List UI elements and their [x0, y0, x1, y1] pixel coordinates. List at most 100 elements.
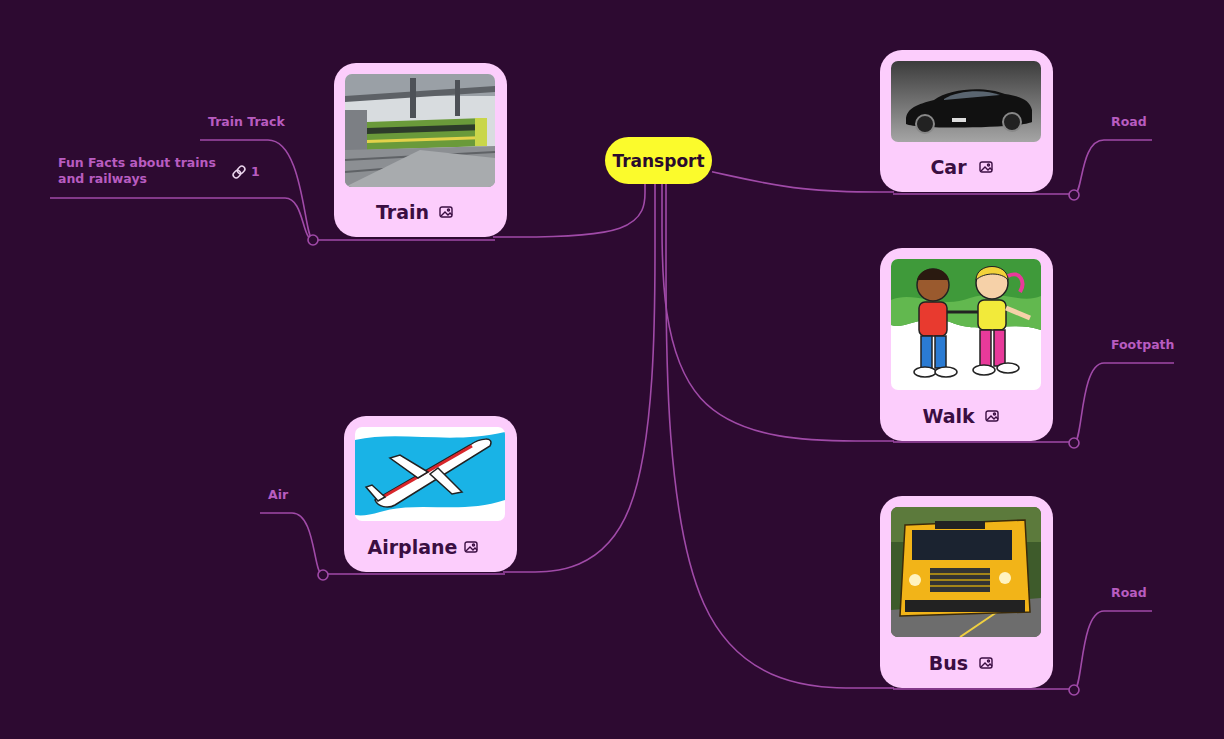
bus-photo-part: [891, 507, 1041, 637]
car-photo: [891, 61, 1041, 142]
walk-illustration: [891, 259, 1041, 390]
branch-connector: [493, 184, 645, 237]
train-photo-part: [455, 80, 460, 116]
image-icon-part: [994, 413, 996, 415]
underline: [893, 193, 1074, 195]
train-photo-part: [410, 78, 416, 118]
bus-photo-part: [905, 600, 1025, 612]
central-topic-text: Transport: [612, 151, 704, 171]
underline: [893, 688, 1074, 690]
bus-photo-part: [891, 507, 1041, 542]
branch-label: Air: [268, 487, 288, 503]
walk-illustration-part: [917, 269, 949, 280]
walk-illustration-part: [947, 311, 978, 314]
edge-layer: [493, 172, 894, 688]
branch-label: 1: [251, 164, 260, 180]
branch-label: Road: [1111, 585, 1147, 601]
branch-dot: [318, 570, 328, 580]
branch-label: Fun Facts about trains and railways: [58, 155, 226, 187]
image-icon-part: [987, 416, 998, 420]
link-icon-part: [232, 169, 242, 179]
train-photo: [345, 74, 495, 187]
walk-illustration-part: [976, 267, 1008, 299]
branch-dot: [1069, 685, 1079, 695]
topic-title: Bus: [880, 651, 1017, 675]
train-photo-part: [345, 150, 495, 187]
airplane-clipart-part: [375, 439, 491, 507]
leader-lines: [50, 140, 1174, 690]
leader-line: [1074, 363, 1174, 443]
train-photo-part: [367, 124, 485, 134]
topic-box: Car: [880, 50, 1053, 192]
image-icon-part: [465, 542, 477, 552]
walk-illustration-part: [994, 330, 1005, 366]
walk-illustration-part: [1006, 308, 1030, 318]
train-photo-part: [475, 118, 487, 146]
walk-illustration-part: [1008, 274, 1022, 292]
image-icon-part: [988, 660, 990, 662]
train-photo-part: [345, 74, 495, 96]
leader-line: [200, 140, 313, 240]
walk-illustration-part: [973, 365, 995, 375]
image-icon-part: [988, 164, 990, 166]
airplane-clipart-part: [355, 427, 505, 521]
image-icon-part: [473, 544, 475, 546]
leader-line: [1074, 611, 1152, 690]
image-icon: [440, 207, 452, 217]
topic-box: Airplane: [344, 416, 517, 572]
car-photo-part: [944, 91, 1000, 100]
image-icon-part: [980, 658, 992, 668]
walk-illustration-part: [914, 367, 936, 377]
branch-label: Road: [1111, 114, 1147, 130]
bus-photo-part: [900, 520, 1030, 616]
topic-box: Train: [334, 63, 507, 237]
walk-illustration-part: [935, 367, 957, 377]
airplane-clipart: [355, 427, 505, 521]
walk-illustration-part: [891, 259, 1041, 390]
image-icon: [465, 542, 477, 552]
airplane-clipart-part: [366, 485, 385, 501]
image-icon-part: [986, 411, 998, 421]
topic-title: Train: [334, 200, 471, 224]
central-topic: Transport: [605, 137, 712, 184]
link-icon-part: [236, 165, 246, 175]
underline: [313, 239, 495, 241]
bus-photo-part: [960, 610, 1000, 637]
image-icon-part: [466, 547, 477, 551]
train-photo-part: [367, 136, 486, 143]
airplane-clipart-part: [430, 468, 462, 494]
airplane-clipart-part: [383, 446, 472, 497]
airplane-clipart-part: [390, 455, 428, 478]
topic-box: Bus: [880, 496, 1053, 688]
branch-dot: [1069, 190, 1079, 200]
car-photo-part: [952, 118, 966, 122]
branch-connector: [666, 184, 894, 688]
topic-box: Walk: [880, 248, 1053, 441]
bus-photo-part: [891, 598, 1041, 637]
walk-illustration-part: [919, 302, 947, 336]
train-photo-part: [345, 110, 367, 187]
image-icon: [980, 658, 992, 668]
airplane-clipart-part: [355, 432, 505, 515]
branch-label: Train Track: [208, 114, 285, 130]
image-icons: [440, 162, 998, 668]
walk-illustration-part: [976, 267, 1008, 281]
image-icon-part: [981, 663, 992, 667]
walk-illustration-part: [891, 259, 1041, 330]
walk-illustration-part: [917, 269, 949, 301]
bus-photo-part: [912, 530, 1012, 560]
walk-illustration-part: [935, 336, 946, 368]
leader-line: [50, 198, 313, 240]
car-photo-part: [1003, 113, 1021, 131]
walk-illustration-part: [921, 336, 932, 368]
branch-label: Footpath: [1111, 337, 1174, 353]
bus-photo: [891, 507, 1041, 637]
branch-dot: [308, 235, 318, 245]
branch-connector: [662, 184, 894, 441]
underline: [323, 573, 505, 575]
image-icon: [980, 162, 992, 172]
image-icon-part: [440, 207, 452, 217]
walk-illustration-part: [997, 363, 1019, 373]
